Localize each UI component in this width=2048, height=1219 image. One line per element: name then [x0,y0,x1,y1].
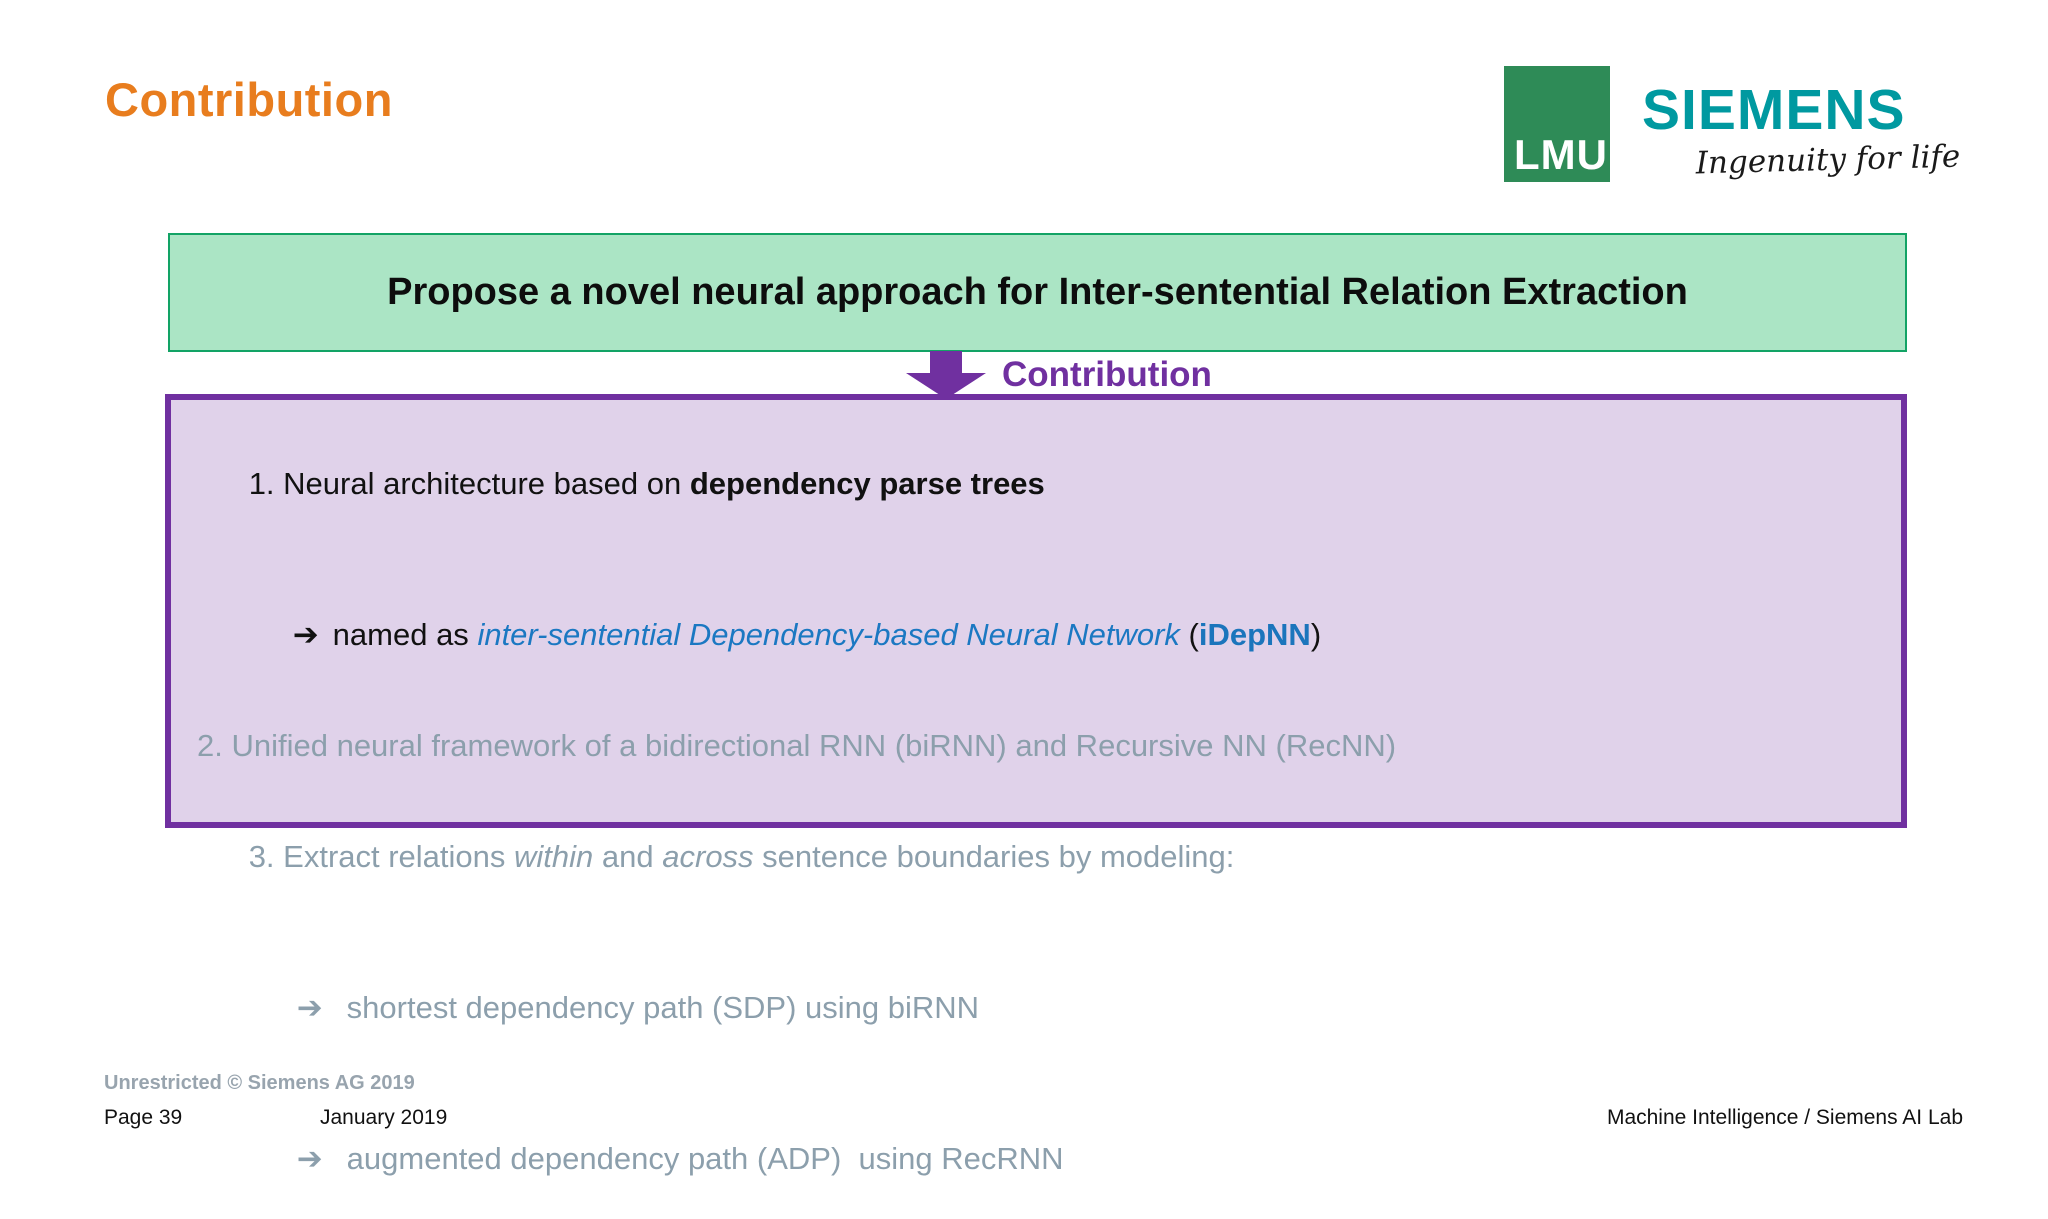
list-item-1-bold-text: dependency parse trees [689,466,1045,501]
list-item-3-italic-across: across [662,839,754,874]
siemens-tagline: Ingenuity for life [1695,138,1961,182]
footer-date: January 2019 [320,1106,448,1129]
contribution-box: 1. Neural architecture based on dependen… [165,394,1907,1176]
arrow-right-icon: ➔ [296,1141,323,1176]
list-item-3-suffix: sentence boundaries by modeling: [753,839,1235,874]
list-item-3-prefix: 3. Extract relations [248,839,515,874]
page-title: Contribution [105,73,393,126]
slide-canvas: Contribution LMU SIEMENS Ingenuity for l… [104,66,1963,1176]
footer-lab-name: Machine Intelligence / Siemens AI Lab [1606,1106,1963,1129]
adp-text: augmented dependency path (ADP) using Re… [346,1141,1064,1176]
paren-close: ) [1310,617,1322,652]
proposal-banner: Propose a novel neural approach for Inte… [168,233,1907,352]
list-item-3-italic-within: within [514,839,594,874]
footer-page-number: Page 39 [104,1106,183,1129]
list-item-1-text: 1. Neural architecture based on [248,466,690,501]
list-item-3-mid: and [593,839,663,874]
lmu-logo: LMU [1504,66,1610,182]
list-item-2: 2. Unified neural framework of a bidirec… [197,728,1397,763]
idepnn-acronym: iDepNN [1198,617,1311,652]
arrow-right-icon: ➔ [296,990,323,1025]
proposal-banner-text: Propose a novel neural approach for Inte… [387,271,1688,313]
list-item-1-sub: ➔ named as inter-sentential Dependency-ba… [241,575,1901,695]
arrow-label: Contribution [1002,355,1212,394]
sdp-text: shortest dependency path (SDP) using biR… [346,990,980,1025]
down-arrow-icon [906,351,986,399]
lmu-logo-text: LMU [1514,131,1608,178]
list-item-1: 1. Neural architecture based on dependen… [197,424,1901,544]
list-item-1-sub-prefix: named as [332,617,478,652]
siemens-logo: SIEMENS [1642,78,1906,142]
paren-open: ( [1179,617,1199,652]
list-item-3: 3. Extract relations within and across s… [197,797,1901,917]
arrow-right-icon: ➔ [292,617,319,652]
list-item-3-sub-1: ➔ shortest dependency path (SDP) using bi… [245,948,1901,1068]
footer-restriction: Unrestricted © Siemens AG 2019 [104,1072,415,1094]
idepnn-full-name: inter-sentential Dependency-based Neural… [477,617,1180,652]
